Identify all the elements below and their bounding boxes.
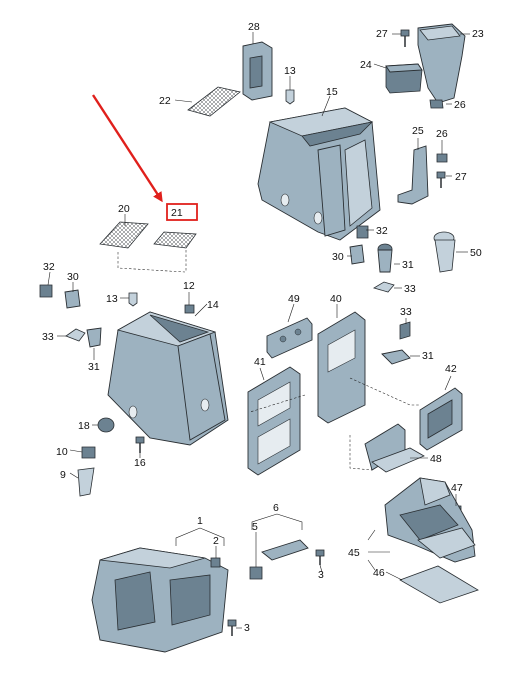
panel-guide-lines	[249, 377, 420, 471]
callout-13: 13	[106, 293, 118, 305]
part-22-grid-panel	[187, 86, 241, 117]
callout-3: 3	[318, 569, 324, 581]
part-26-clip-top	[429, 99, 444, 109]
part-18-cap	[97, 417, 115, 433]
part-5-clip	[249, 566, 263, 580]
part-41-frame	[247, 366, 301, 476]
part-23-armrest	[417, 23, 466, 104]
callout-31: 31	[422, 350, 434, 362]
callout-40: 40	[330, 293, 342, 305]
part-32-cap-right	[356, 225, 369, 239]
part-33-cover-panel	[399, 321, 411, 340]
callout-28: 28	[248, 21, 260, 33]
callout-9: 9	[60, 469, 66, 481]
part-24-tray	[385, 63, 423, 94]
callout-45: 45	[348, 547, 360, 559]
part-16-screw	[135, 436, 145, 453]
callout-26: 26	[454, 99, 466, 111]
callout-22: 22	[159, 95, 171, 107]
part-30-socket-right	[349, 244, 365, 265]
callout-1: 1	[197, 515, 203, 527]
bracket-45	[367, 529, 390, 571]
callout-20: 20	[118, 203, 130, 215]
part-33-cover-left	[65, 328, 86, 342]
callout-13: 13	[284, 65, 296, 77]
part-27-screw-right	[436, 171, 446, 188]
part-31-outlet-right	[377, 243, 393, 273]
callout-25: 25	[412, 125, 424, 137]
part-3-screw-bottom	[227, 619, 237, 636]
part-2-clip	[210, 557, 221, 568]
part-46-lid	[399, 565, 479, 604]
callout-46: 46	[373, 567, 385, 579]
callout-24: 24	[360, 59, 372, 71]
callout-27: 27	[455, 171, 467, 183]
callout-2: 2	[213, 535, 219, 547]
part-30-socket-left	[64, 289, 81, 309]
part-31-outlet-left	[86, 327, 102, 348]
part-28-bracket	[242, 41, 273, 101]
part-10-clip	[81, 446, 96, 459]
callout-27: 27	[376, 28, 388, 40]
part-15-rear-console	[257, 107, 381, 241]
callout-33: 33	[404, 283, 416, 295]
callout-33: 33	[400, 306, 412, 318]
part-49-switch-panel	[266, 317, 313, 359]
part-27-screw-top	[400, 29, 410, 47]
part-48-module	[364, 423, 425, 473]
callout-15: 15	[326, 86, 338, 98]
callout-18: 18	[78, 420, 90, 432]
callout-32: 32	[43, 261, 55, 273]
callout-3: 3	[244, 622, 250, 634]
callout-23: 23	[472, 28, 484, 40]
leader-lines	[47, 32, 470, 629]
callout-31: 31	[88, 361, 100, 373]
callout-26: 26	[436, 128, 448, 140]
part-20-mat	[99, 221, 149, 249]
part-13-clip-top	[285, 89, 295, 105]
callout-30: 30	[332, 251, 344, 263]
part-25-bracket	[397, 145, 429, 205]
callout-14: 14	[207, 299, 219, 311]
callout-33: 33	[42, 331, 54, 343]
part-45-storage-unit	[384, 477, 476, 563]
part-1-base-frame	[91, 547, 229, 653]
callout-10: 10	[56, 446, 68, 458]
callout-5: 5	[252, 521, 258, 533]
callout-30: 30	[67, 271, 79, 283]
part-21-mat	[153, 231, 197, 249]
part-33-cover-right	[373, 281, 395, 293]
part-9-strip	[77, 467, 95, 497]
mat-guide-lines	[117, 250, 187, 273]
callout-49: 49	[288, 293, 300, 305]
part-13-clip-mid	[128, 292, 138, 307]
callout-12: 12	[183, 280, 195, 292]
callout-6: 6	[273, 502, 279, 514]
part-6-bracket	[261, 539, 309, 561]
part-42-module	[419, 387, 463, 451]
callout-16: 16	[134, 457, 146, 469]
callout-48: 48	[430, 453, 442, 465]
callout-50: 50	[470, 247, 482, 259]
callout-21: 21	[171, 207, 183, 219]
part-3-screw-right	[315, 549, 325, 565]
highlight-box-21	[166, 203, 198, 221]
part-50-cupholder	[433, 231, 456, 273]
part-14-front-console	[107, 311, 229, 446]
callout-41: 41	[254, 356, 266, 368]
part-12-clip	[184, 304, 195, 314]
part-31-outlet-panel	[381, 349, 411, 365]
pointer-arrow	[91, 94, 163, 203]
callout-42: 42	[445, 363, 457, 375]
callout-32: 32	[376, 225, 388, 237]
part-32-cap-left	[39, 284, 53, 298]
part-40-trim-panel	[317, 311, 366, 424]
callout-47: 47	[451, 482, 463, 494]
callout-31: 31	[402, 259, 414, 271]
part-26-clip-right	[436, 153, 448, 163]
